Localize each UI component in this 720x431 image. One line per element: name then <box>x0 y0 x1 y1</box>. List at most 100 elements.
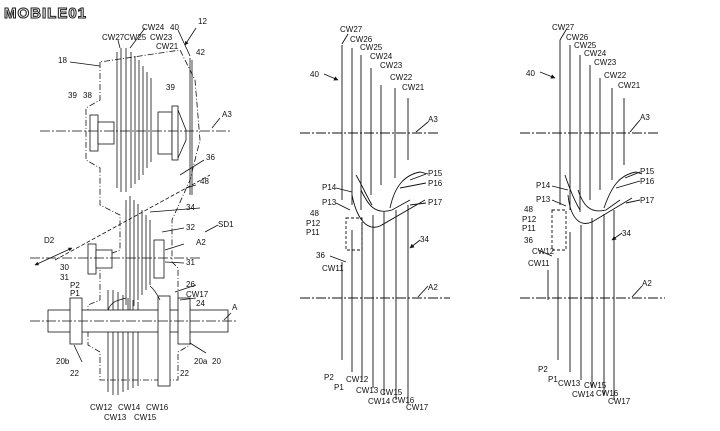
fig2-label-34: 34 <box>420 235 429 244</box>
fig2-label-CW24: CW24 <box>370 52 393 61</box>
fig2-label-P2: P2 <box>324 373 334 382</box>
fig3-label-40: 40 <box>526 69 535 78</box>
fig2-label-P17: P17 <box>428 198 443 207</box>
fig3-label-P2: P2 <box>538 365 548 374</box>
fig2-label-CW22: CW22 <box>390 73 413 82</box>
fig1-label-D2: D2 <box>44 236 55 245</box>
fig1-label-CW14: CW14 <box>118 403 141 412</box>
fig2-label-P15: P15 <box>428 169 443 178</box>
fig1-label-SD1: SD1 <box>218 220 234 229</box>
fig3-label-CW15: CW15 <box>584 381 607 390</box>
figure-1-bicycle-drivetrain <box>30 27 238 395</box>
fig3-label-48: 48 <box>524 205 533 214</box>
fig2-label-P11: P11 <box>306 228 320 237</box>
fig2-label-P1: P1 <box>334 383 344 392</box>
fig2-label-CW25: CW25 <box>360 43 383 52</box>
fig2-label-CW17: CW17 <box>406 403 429 412</box>
fig3-label-CW24: CW24 <box>584 49 607 58</box>
fig3-label-CW22: CW22 <box>604 71 627 80</box>
fig3-label-CW23: CW23 <box>594 58 617 67</box>
fig2-label-36: 36 <box>316 251 325 260</box>
figure-2-labels: CW27 CW26 CW25 CW24 CW23 CW22 CW21 40 A3… <box>306 25 443 412</box>
fig1-label-26: 26 <box>186 280 195 289</box>
fig3-label-P14: P14 <box>536 181 551 190</box>
fig3-label-P12: P12 <box>522 215 537 224</box>
fig3-label-P16: P16 <box>640 177 655 186</box>
fig2-label-CW15: CW15 <box>380 388 403 397</box>
fig1-label-CW23: CW23 <box>150 33 173 42</box>
fig3-label-CW13: CW13 <box>558 379 581 388</box>
fig3-label-A2: A2 <box>642 279 652 288</box>
fig3-label-CW21: CW21 <box>618 81 641 90</box>
fig3-label-A3: A3 <box>640 113 650 122</box>
fig2-label-CW12: CW12 <box>346 375 369 384</box>
fig1-label-12: 12 <box>198 17 207 26</box>
fig1-label-A2: A2 <box>196 238 206 247</box>
fig1-label-P2: P2 <box>70 281 80 290</box>
fig3-label-CW25: CW25 <box>574 41 597 50</box>
fig1-label-24: 24 <box>196 299 205 308</box>
fig2-label-P13: P13 <box>322 198 337 207</box>
fig1-label-P1: P1 <box>70 289 80 298</box>
fig1-label-42: 42 <box>196 48 205 57</box>
fig3-label-P13: P13 <box>536 195 551 204</box>
fig1-label-A: A <box>232 303 238 312</box>
mobile01-logo: MOBILE01 <box>3 2 88 24</box>
fig1-label-CW27: CW27 <box>102 33 125 42</box>
fig1-label-CW21: CW21 <box>156 42 179 51</box>
fig3-label-34: 34 <box>622 229 631 238</box>
fig1-label-30: 30 <box>60 263 69 272</box>
fig1-label-40: 40 <box>170 23 179 32</box>
fig2-label-CW27: CW27 <box>340 25 363 34</box>
fig1-label-39b: 39 <box>166 83 175 92</box>
fig1-label-20a: 20a <box>194 357 208 366</box>
fig3-label-P11: P11 <box>522 224 536 233</box>
figure-3-sprocket-schematic <box>520 29 665 400</box>
fig1-label-22a: 22 <box>70 369 79 378</box>
fig2-label-CW26: CW26 <box>350 35 373 44</box>
fig1-label-32: 32 <box>186 223 195 232</box>
fig3-label-CW14: CW14 <box>572 390 595 399</box>
fig2-label-CW21: CW21 <box>402 83 425 92</box>
figure-1-labels: CW27 CW24 CW25 CW23 40 12 CW21 42 18 39 … <box>44 17 238 422</box>
logo-text: MOBILE01 <box>3 4 88 22</box>
fig1-frame-outline <box>85 49 201 381</box>
fig3-label-CW27: CW27 <box>552 23 575 32</box>
fig1-label-31a: 31 <box>60 273 69 282</box>
fig2-label-P12: P12 <box>306 219 321 228</box>
fig2-label-CW14: CW14 <box>368 397 391 406</box>
fig3-label-CW26: CW26 <box>566 33 589 42</box>
fig1-label-31b: 31 <box>186 258 195 267</box>
fig1-lower-sprockets <box>125 196 151 310</box>
fig3-label-P1: P1 <box>548 375 558 384</box>
fig1-label-CW24: CW24 <box>142 23 165 32</box>
fig2-label-CW23: CW23 <box>380 61 403 70</box>
fig2-label-40: 40 <box>310 70 319 79</box>
fig1-label-38: 38 <box>83 91 92 100</box>
fig1-label-34: 34 <box>186 203 195 212</box>
fig2-label-P14: P14 <box>322 183 337 192</box>
fig2-label-P16: P16 <box>428 179 443 188</box>
fig3-label-CW16: CW16 <box>596 389 619 398</box>
figure-3-labels: CW27 CW26 CW25 CW24 CW23 CW22 CW21 40 A3… <box>522 23 655 406</box>
fig1-label-22b: 22 <box>180 369 189 378</box>
fig2-label-CW11: CW11 <box>322 264 344 273</box>
fig3-label-CW12: CW12 <box>532 247 555 256</box>
fig2-label-48: 48 <box>310 209 319 218</box>
fig1-label-20b: 20b <box>56 357 70 366</box>
fig3-label-CW11: CW11 <box>528 259 550 268</box>
fig1-label-CW12: CW12 <box>90 403 113 412</box>
fig1-upper-sprockets <box>116 48 152 192</box>
fig1-label-36: 36 <box>206 153 215 162</box>
fig1-label-18: 18 <box>58 56 67 65</box>
fig1-label-39a: 39 <box>68 91 77 100</box>
fig2-label-CW16: CW16 <box>392 396 415 405</box>
fig1-label-CW13: CW13 <box>104 413 127 422</box>
figure-2-sprocket-schematic <box>300 33 450 404</box>
fig1-label-CW25: CW25 <box>124 33 147 42</box>
fig1-label-48: 48 <box>200 177 209 186</box>
fig3-label-CW17: CW17 <box>608 397 631 406</box>
fig1-label-20: 20 <box>212 357 221 366</box>
fig2-label-CW13: CW13 <box>356 386 379 395</box>
